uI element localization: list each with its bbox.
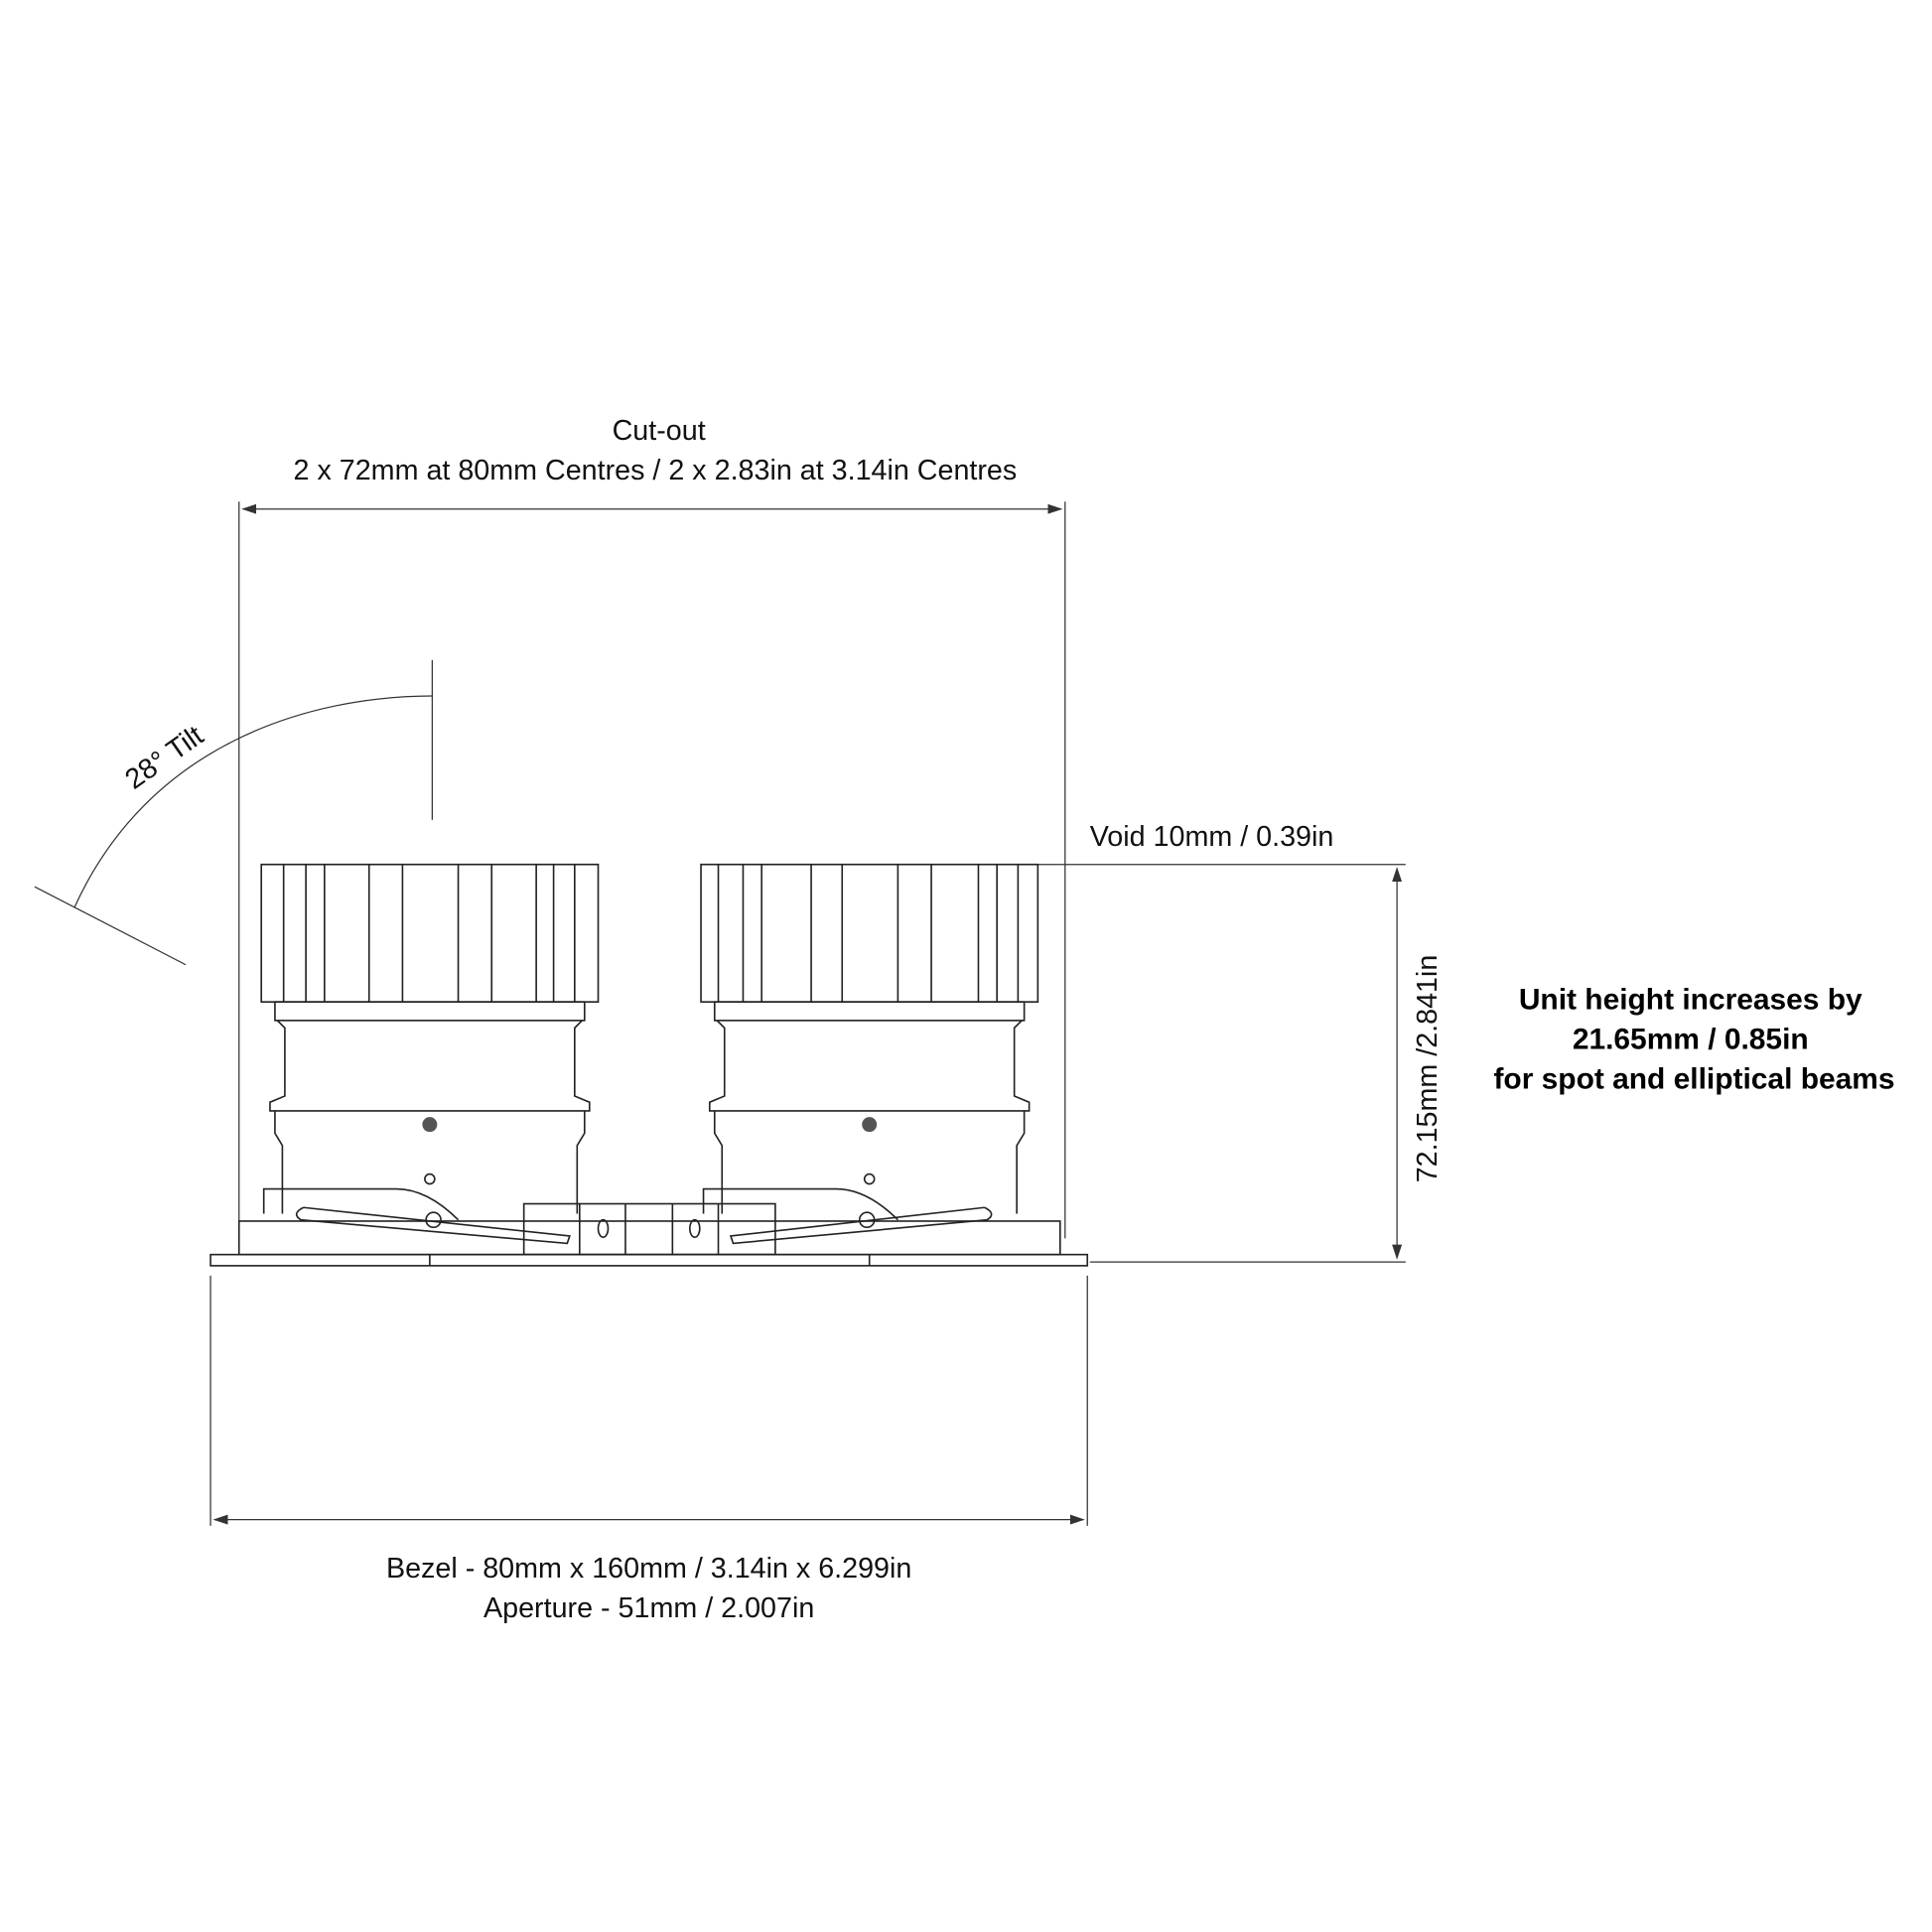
bezel-dimension-line [209,1275,1088,1526]
bezel [209,1202,1089,1267]
note-line-2: 21.65mm / 0.85in [1573,1024,1809,1056]
tilt-arc [34,659,433,966]
aperture-label: Aperture - 51mm / 2.007in [483,1592,814,1624]
cutout-title: Cut-out [613,415,706,447]
cutout-dimensions: 2 x 72mm at 80mm Centres / 2 x 2.83in at… [294,455,1018,486]
void-label: Void 10mm / 0.39in [1090,821,1334,853]
note-line-3: for spot and elliptical beams [1493,1062,1894,1095]
bezel-label: Bezel - 80mm x 160mm / 3.14in x 6.299in [386,1553,911,1585]
luminaire-left [260,863,600,1245]
cutout-dimension-line [238,501,1066,1239]
tilt-label: 28° Tilt [119,720,208,796]
height-label: 72.15mm /2.841in [1412,955,1444,1183]
luminaire-right [700,863,1039,1245]
note-line-1: Unit height increases by [1519,984,1863,1017]
